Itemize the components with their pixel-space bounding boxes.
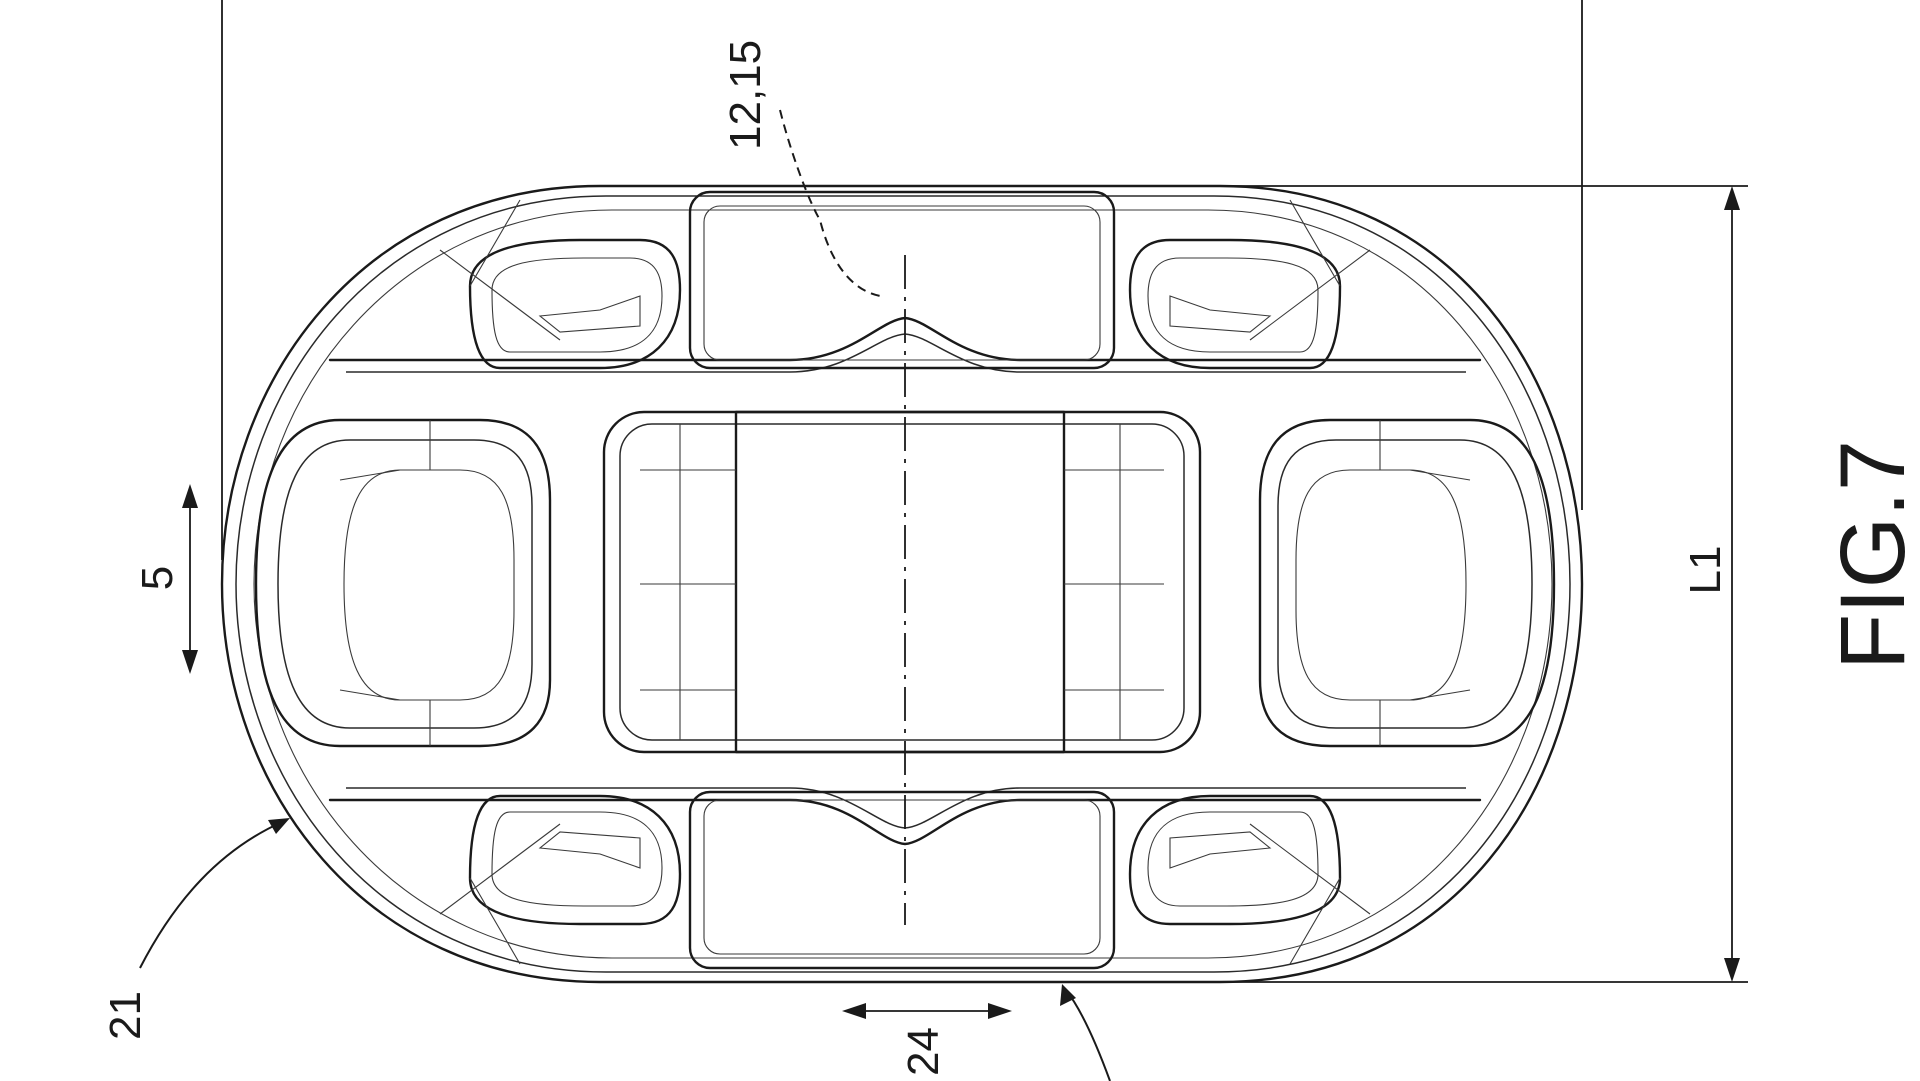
corner-pocket-top-right	[1128, 199, 1371, 370]
implant-body	[220, 184, 1584, 984]
label-12-15: 12,15	[721, 40, 770, 150]
top-slot-inner	[703, 205, 1101, 361]
dimension-L1	[1724, 186, 1740, 982]
label-21: 21	[101, 991, 150, 1040]
top-slot	[688, 190, 1116, 370]
corner-pocket-bottom-left	[439, 794, 682, 965]
corner-pocket-bottom-right	[1128, 794, 1371, 965]
label-5: 5	[133, 566, 182, 590]
outer-outline	[220, 184, 1584, 984]
bottom-slot	[688, 790, 1116, 970]
extension-lines	[221, 0, 1748, 983]
label-24: 24	[899, 1027, 948, 1076]
corner-pocket-top-left	[439, 199, 682, 370]
leader-bottom	[1065, 989, 1111, 1081]
direction-arrow-24	[842, 1003, 1012, 1019]
direction-arrow-5	[182, 484, 198, 674]
lower-rail-inner	[346, 787, 1466, 829]
central-graft-block	[734, 410, 1066, 754]
leader-21	[139, 821, 283, 969]
leader-lines	[139, 109, 1111, 1081]
lower-rail	[328, 798, 1482, 846]
rim-contour	[253, 209, 1553, 959]
inner-outline	[235, 195, 1571, 973]
right-end-cavity	[1258, 418, 1556, 748]
leader-12-15	[779, 109, 881, 297]
label-L1: L1	[1681, 546, 1730, 595]
central-window	[602, 410, 1202, 754]
left-end-cavity	[254, 418, 552, 748]
figure-caption: FIG.7	[1822, 440, 1920, 670]
bottom-slot-inner	[703, 799, 1101, 955]
upper-rail-inner	[346, 333, 1466, 373]
